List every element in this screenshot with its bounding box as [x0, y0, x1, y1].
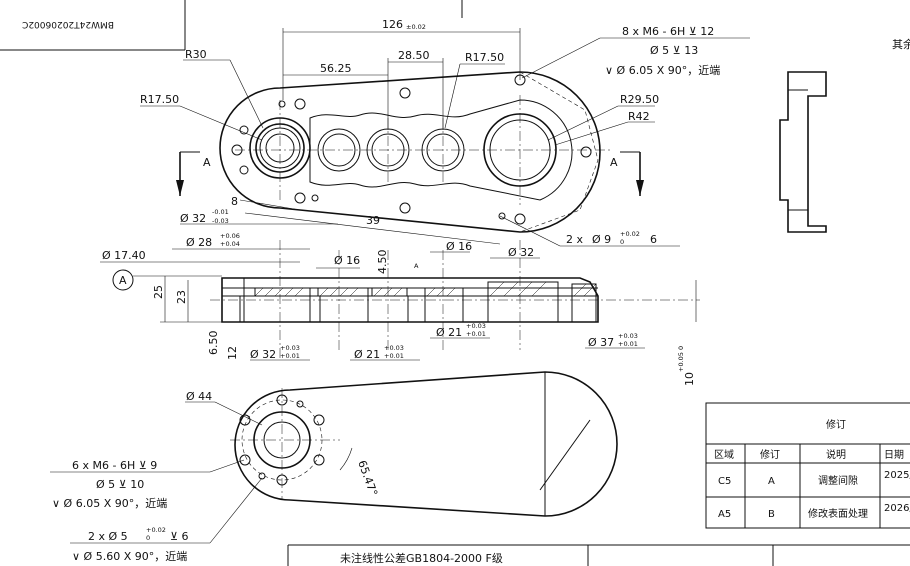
dim-126-tol: ±0.02 — [406, 23, 426, 31]
revision-table: 修订 区域 修订 说明 日期 C5 A 调整间隙 2025/ /11 A5 B … — [705, 402, 910, 529]
dim-9: Ø 9 — [592, 233, 611, 246]
rev-header-date: 日期 — [884, 449, 904, 461]
dim-9-tol-up: +0.02 — [620, 230, 640, 238]
dim-d32c-tol-up: +0.03 — [280, 344, 300, 352]
dim-r17-50-top: R17.50 — [465, 51, 504, 64]
holes-bot-line2: Ø 5 ⊻ 10 — [96, 478, 144, 491]
dim-d21b-tol-up: +0.03 — [466, 322, 486, 330]
rev-row2-zone: A5 — [718, 509, 731, 520]
rev-row1-rev: A — [768, 476, 775, 487]
dim-56-25: 56.25 — [320, 62, 352, 75]
rev-row2-desc: 修改表面处理 — [808, 507, 868, 520]
section-dimensions: Ø 32 -0.01 -0.03 Ø 28 +0.06 +0.04 Ø 17.4… — [100, 208, 697, 386]
holes-top-line3: ∨ Ø 6.05 X 90°，近端 — [605, 64, 720, 77]
side-view — [779, 71, 827, 233]
dim-39: 39 — [366, 214, 380, 227]
dim-d28-tol-up: +0.06 — [220, 232, 240, 240]
dim-r29-50: R29.50 — [620, 93, 659, 106]
dim-d37: Ø 37 — [588, 336, 614, 349]
dim-6: 6 — [650, 233, 657, 246]
pin-bot-tol-lo: 0 — [146, 534, 150, 542]
dim-d21b-tol-lo: +0.01 — [466, 330, 486, 338]
section-a-right: A — [610, 156, 618, 169]
dim-d28: Ø 28 — [186, 236, 212, 249]
dim-23: 23 — [175, 290, 188, 304]
dim-d32a-tol-up: -0.01 — [212, 208, 229, 216]
dim-6-50: 6.50 — [207, 331, 220, 356]
holes-bot-line3: ∨ Ø 6.05 X 90°，近端 — [52, 497, 167, 510]
dim-8: 8 — [231, 195, 238, 208]
section-view — [210, 240, 700, 360]
dim-r30: R30 — [185, 48, 207, 61]
dim-d16a: Ø 16 — [334, 254, 360, 267]
rev-row2-rev: B — [768, 509, 775, 520]
datum-a: A — [119, 274, 127, 287]
drawing-number: BMW24T20206002C — [22, 19, 114, 29]
dim-d32a: Ø 32 — [180, 212, 206, 225]
dim-12: 12 — [226, 346, 239, 360]
dim-d28-tol-lo: +0.04 — [220, 240, 240, 248]
dim-d44: Ø 44 — [186, 390, 212, 403]
drawing-number-box: BMW24T20206002C — [0, 0, 186, 51]
dim-10: 10 — [683, 372, 696, 386]
dim-d32b: Ø 32 — [508, 246, 534, 259]
dim-d21a: Ø 21 — [354, 348, 380, 361]
dim-10-tol: +0.05 0 — [677, 346, 685, 372]
dim-d37-tol-up: +0.03 — [618, 332, 638, 340]
revision-title: 修订 — [826, 418, 846, 431]
pin-bot-line2: ∨ Ø 5.60 X 90°，近端 — [72, 550, 187, 563]
dim-25: 25 — [152, 285, 165, 299]
dim-d32a-tol-lo: -0.03 — [212, 217, 229, 225]
pin-bot-depth: ⊻ 6 — [170, 530, 189, 543]
dim-d17-40: Ø 17.40 — [102, 249, 146, 262]
dim-d32c: Ø 32 — [250, 348, 276, 361]
dim-9-tol-lo: 0 — [620, 238, 624, 246]
dim-angle: 65.47° — [355, 459, 380, 498]
dim-r42: R42 — [628, 110, 650, 123]
rev-row2-date: 2026/ 27 — [884, 503, 910, 514]
top-view: A A — [176, 71, 644, 233]
dim-d21b: Ø 21 — [436, 326, 462, 339]
rev-row1-date: 2025/ /11 — [884, 470, 910, 481]
dim-d32c-tol-lo: +0.01 — [280, 352, 300, 360]
dim-d37-tol-lo: +0.01 — [618, 340, 638, 348]
pin-bot-line1: 2 x Ø 5 — [88, 530, 128, 543]
rev-header-rev: 修订 — [760, 448, 780, 461]
title-block: 未注线性公差GB1804-2000 F级 — [287, 544, 910, 566]
holes-bot-line1: 6 x M6 - 6H ⊻ 9 — [72, 459, 157, 472]
note-cn-others: 其余 — [892, 37, 910, 51]
tolerance-note: 未注线性公差GB1804-2000 F级 — [340, 551, 503, 565]
dim-28-50: 28.50 — [398, 49, 430, 62]
dim-126: 126 — [382, 18, 403, 31]
rev-row1-zone: C5 — [718, 476, 731, 487]
dim-4-50: 4.50 — [376, 250, 389, 275]
bottom-dimensions: Ø 44 65.47° 6 x M6 - 6H ⊻ 9 Ø 5 ⊻ 10 ∨ Ø… — [50, 390, 380, 563]
pin-top-count: 2 x — [566, 233, 583, 246]
holes-top-line1: 8 x M6 - 6H ⊻ 12 — [622, 25, 714, 38]
dim-d21a-tol-up: +0.03 — [384, 344, 404, 352]
rev-header-zone: 区域 — [714, 448, 734, 461]
pin-bot-tol-up: +0.02 — [146, 526, 166, 534]
dim-d21a-tol-lo: +0.01 — [384, 352, 404, 360]
datum-frame-a: A — [414, 262, 419, 270]
rev-header-desc: 说明 — [826, 448, 846, 461]
rev-row1-desc: 调整间隙 — [818, 474, 858, 487]
section-a-left: A — [203, 156, 211, 169]
holes-top-line2: Ø 5 ⊻ 13 — [650, 44, 698, 57]
dim-r17-50-left: R17.50 — [140, 93, 179, 106]
bottom-view — [230, 371, 618, 517]
top-dimensions: 126 ±0.02 28.50 56.25 R17.50 R30 R17.50 … — [140, 18, 750, 247]
dim-d16b: Ø 16 — [446, 240, 472, 253]
